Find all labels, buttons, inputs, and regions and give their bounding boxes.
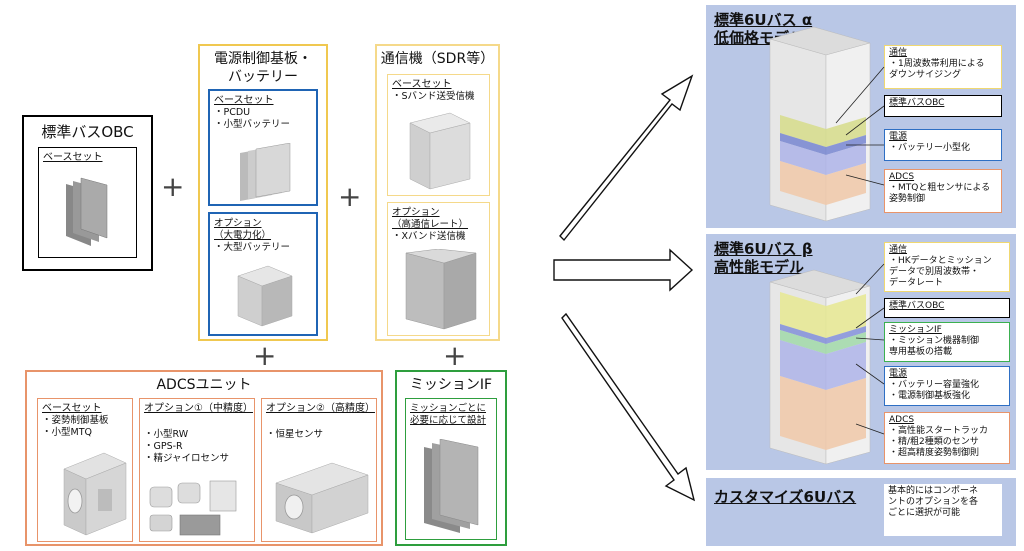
adcs-opt2-image — [275, 462, 369, 534]
obc-base-label: ベースセット — [43, 152, 103, 163]
adcs-opt2-label: オプション②（高精度） — [266, 403, 375, 414]
alpha-label-comm-body: ・1周波数帯利用による ダウンサイジング — [889, 59, 985, 80]
arrow-to-beta — [553, 248, 694, 292]
adcs-base-items: ・姿勢制御基板 ・小型MTQ — [42, 415, 109, 438]
mission-title: ミッションIF — [409, 377, 493, 393]
plus-icon-2: + — [338, 180, 362, 213]
beta-label-obc: 標準バスOBC — [884, 298, 1010, 318]
alpha-label-power-body: ・バッテリー小型化 — [889, 143, 971, 153]
beta-label-power-body: ・バッテリー容量強化 ・電源制御基板強化 — [889, 380, 980, 401]
beta-leader-lines — [855, 263, 885, 435]
mission-board-image — [424, 439, 479, 533]
comm-base-image — [409, 112, 471, 190]
plus-icon-4: + — [443, 339, 467, 372]
comm-box: 通信機（SDR等） ベースセット ・Sバンド送受信機 オプション （高通信レート… — [375, 44, 500, 341]
custom-note-text: 基本的にはコンポーネ ントのオプションを各 ごとに選択が可能 — [888, 486, 979, 518]
custom-note: 基本的にはコンポーネ ントのオプションを各 ごとに選択が可能 — [884, 484, 1002, 536]
power-title: 電源制御基板・ バッテリー — [214, 51, 312, 85]
alpha-label-power-head: 電源 — [889, 132, 908, 142]
alpha-bus-image — [769, 26, 871, 222]
power-base-box: ベースセット ・PCDU ・小型バッテリー — [208, 89, 318, 206]
alpha-panel: 標準6Uバス α 低価格モデル 通信 ・1周波数帯利用による ダウンサイジング … — [706, 5, 1016, 228]
adcs-base-box: ベースセット ・姿勢制御基板 ・小型MTQ — [37, 398, 133, 542]
beta-label-adcs-body: ・高性能スタートラッカ ・精/粗2種類のセンサ ・超高精度姿勢制御則 — [889, 426, 989, 458]
beta-bus-image — [769, 269, 871, 465]
adcs-opt1-box: オプション①（中精度） ・小型RW ・GPS-R ・精ジャイロセンサ — [139, 398, 255, 542]
beta-label-comm-head: 通信 — [889, 245, 908, 255]
power-box: 電源制御基板・ バッテリー ベースセット ・PCDU ・小型バッテリー オプショ… — [198, 44, 328, 341]
alpha-label-adcs-body: ・MTQと粗センサによる 姿勢制御 — [889, 183, 991, 204]
custom-title: カスタマイズ6Uバス — [714, 488, 857, 506]
power-option-box: オプション （大電力化） ・大型バッテリー — [208, 212, 318, 336]
comm-option-items: ・Xバンド送信機 — [392, 231, 466, 242]
obc-title: 標準バスOBC — [41, 123, 134, 141]
comm-base-label: ベースセット — [392, 79, 452, 90]
alpha-label-obc: 標準バスOBC — [884, 95, 1002, 117]
obc-base-box: ベースセット — [38, 147, 137, 258]
comm-option-image — [405, 249, 477, 330]
adcs-opt2-items: ・恒星センサ — [266, 429, 324, 440]
beta-label-mission: ミッションIF ・ミッション機器制御 専用基板の搭載 — [884, 322, 1010, 362]
adcs-opt1-label: オプション①（中精度） — [144, 403, 253, 414]
arrows-layer — [553, 74, 696, 502]
comm-base-items: ・Sバンド送受信機 — [392, 91, 475, 102]
power-option-label: オプション （大電力化） — [214, 218, 272, 241]
plus-icon-1: + — [161, 170, 185, 203]
comm-option-box: オプション （高通信レート） ・Xバンド送信機 — [387, 202, 490, 336]
comm-base-box: ベースセット ・Sバンド送受信機 — [387, 74, 490, 196]
beta-title: 標準6Uバス β 高性能モデル — [714, 240, 813, 276]
beta-label-adcs-head: ADCS — [889, 415, 915, 425]
obc-box: 標準バスOBC ベースセット — [22, 115, 153, 271]
adcs-opt2-box: オプション②（高精度） ・恒星センサ — [261, 398, 377, 542]
arrow-to-alpha — [559, 74, 694, 242]
mission-inner-box: ミッションごとに 必要に応じて設計 — [405, 398, 497, 540]
comm-title: 通信機（SDR等） — [380, 51, 495, 67]
adcs-title: ADCSユニット — [156, 377, 252, 393]
beta-label-comm-body: ・HKデータとミッション データで別周波数帯・ データレート — [889, 256, 992, 288]
beta-label-power-head: 電源 — [889, 369, 908, 379]
plus-icon-3: + — [253, 339, 277, 372]
custom-panel: カスタマイズ6Uバス 基本的にはコンポーネ ントのオプションを各 ごとに選択が可… — [706, 478, 1016, 546]
beta-label-mission-head: ミッションIF — [889, 325, 942, 335]
mission-label: ミッションごとに 必要に応じて設計 — [410, 403, 487, 426]
power-base-label: ベースセット — [214, 95, 274, 106]
power-base-items: ・PCDU ・小型バッテリー — [214, 107, 291, 130]
beta-label-adcs: ADCS ・高性能スタートラッカ ・精/粗2種類のセンサ ・超高精度姿勢制御則 — [884, 412, 1010, 464]
power-base-image — [240, 143, 291, 201]
alpha-label-adcs: ADCS ・MTQと粗センサによる 姿勢制御 — [884, 169, 1002, 213]
alpha-label-power: 電源 ・バッテリー小型化 — [884, 129, 1002, 161]
beta-label-comm: 通信 ・HKデータとミッション データで別周波数帯・ データレート — [884, 242, 1010, 292]
power-option-image — [237, 265, 293, 327]
beta-panel: 標準6Uバス β 高性能モデル 通信 ・HKデータとミッション データで別周波数… — [706, 234, 1016, 470]
arrow-to-custom — [561, 312, 696, 502]
alpha-label-comm: 通信 ・1周波数帯利用による ダウンサイジング — [884, 45, 1002, 89]
adcs-base-label: ベースセット — [42, 403, 102, 414]
alpha-label-adcs-head: ADCS — [889, 172, 915, 182]
beta-label-mission-body: ・ミッション機器制御 専用基板の搭載 — [889, 336, 980, 357]
alpha-label-obc-head: 標準バスOBC — [889, 98, 945, 108]
adcs-opt1-items: ・小型RW ・GPS-R ・精ジャイロセンサ — [144, 429, 230, 464]
adcs-opt1-image — [149, 480, 237, 536]
alpha-leader-lines — [835, 66, 885, 186]
power-option-items: ・大型バッテリー — [214, 242, 291, 253]
mission-box: ミッションIF ミッションごとに 必要に応じて設計 — [395, 370, 507, 546]
obc-board-image — [66, 177, 108, 246]
beta-label-power: 電源 ・バッテリー容量強化 ・電源制御基板強化 — [884, 366, 1010, 406]
adcs-box: ADCSユニット ベースセット ・姿勢制御基板 ・小型MTQ オプション①（中精… — [25, 370, 383, 546]
adcs-base-image — [63, 452, 127, 536]
comm-option-label: オプション （高通信レート） — [392, 207, 469, 230]
beta-label-obc-head: 標準バスOBC — [889, 301, 945, 311]
alpha-label-comm-head: 通信 — [889, 48, 908, 58]
